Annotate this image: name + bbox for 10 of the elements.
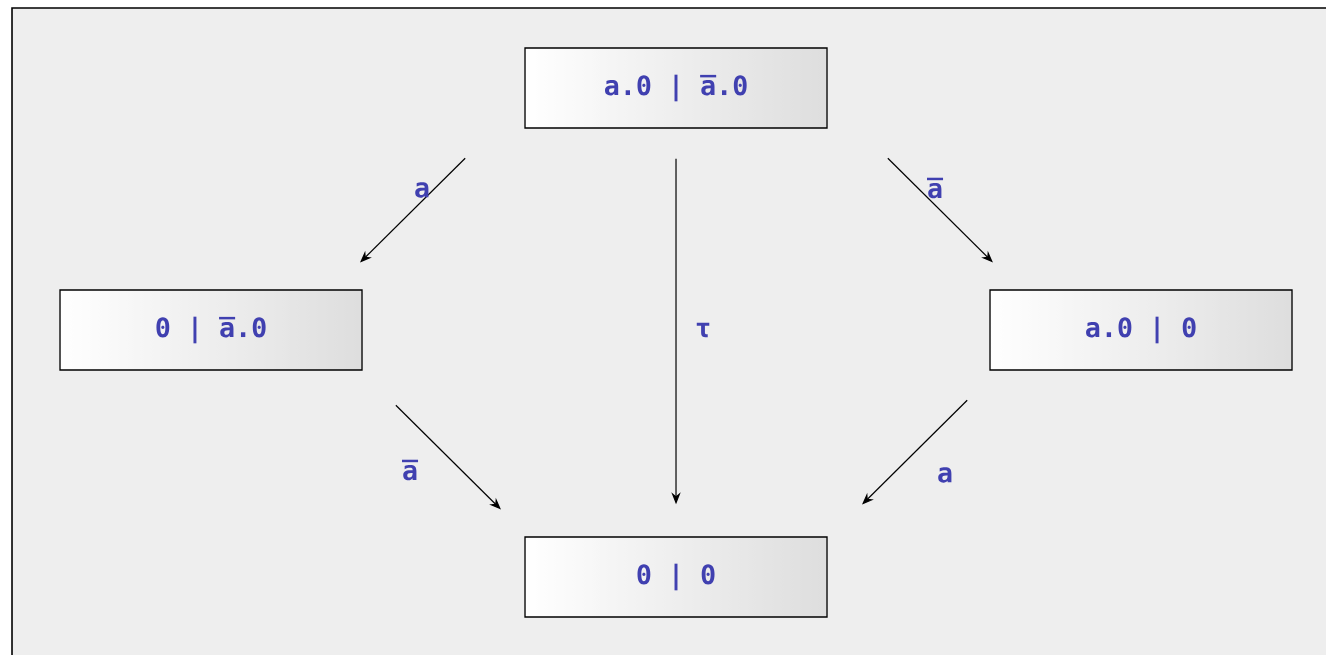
state-box: 0 | 0 (524, 536, 828, 618)
arrow (862, 399, 968, 505)
state-box: a.0 | a̅.0 (524, 47, 828, 129)
edge-label: a̅ (402, 459, 419, 481)
edge-label: τ (696, 322, 710, 338)
edge-label: a̅ (927, 177, 944, 199)
edge-label: a (415, 182, 429, 198)
edge-label: a (938, 467, 952, 483)
state-box: 0 | a̅.0 (59, 289, 363, 371)
state-box: a.0 | 0 (989, 289, 1293, 371)
